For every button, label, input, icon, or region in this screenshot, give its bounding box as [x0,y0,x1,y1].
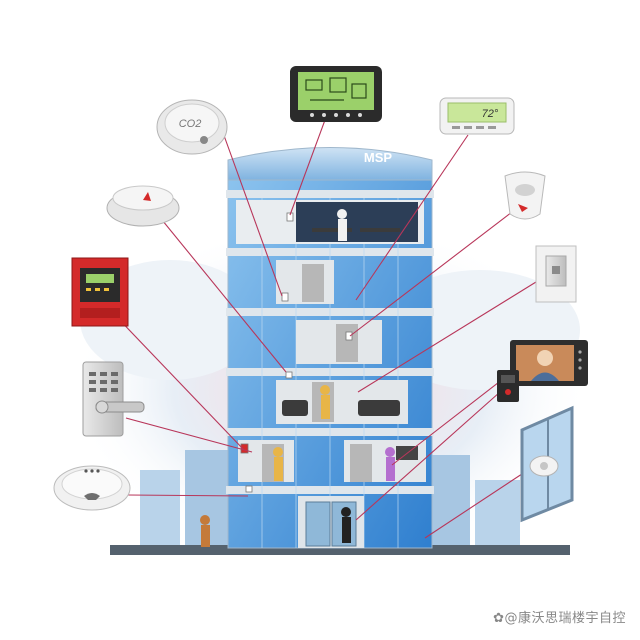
entrance-door [305,501,331,547]
light-switch-icon [535,245,577,303]
person [273,447,283,457]
watermark: ✿@康沃思瑞楼宇自控 [493,611,626,626]
fire-alarm-panel-icon [71,257,129,327]
thermostat-icon: 72° [439,97,515,135]
connector-intercom [391,371,513,466]
person [321,395,330,419]
connector-card-reader [355,391,501,521]
room-top-window [296,202,418,242]
person [274,457,283,481]
building-roof [227,147,433,181]
person [342,517,351,543]
office-building: MSP [200,147,434,549]
glass-break-sensor-icon [520,405,574,523]
skyline-building [140,470,180,550]
person [386,457,395,481]
connector-controller [289,119,326,216]
connector-smoke [157,214,287,373]
motion-sensor-icon [504,171,546,220]
person [320,385,330,395]
person [385,447,395,457]
connector-thermostat [355,134,469,301]
access-card-reader-icon [497,370,519,402]
window-grid [261,198,399,548]
device-markers [240,212,353,493]
smoke-detector-icon [106,185,180,227]
building-controller-icon [290,66,382,122]
connector-lines [111,119,537,539]
floor-slab [226,190,434,198]
person [337,209,347,219]
ground [110,545,570,555]
people [200,209,395,547]
connector-motion [349,211,513,337]
person [341,507,351,517]
co2-detector-icon: CO2 [156,99,228,155]
video-intercom-icon [510,340,588,386]
connector-glass-break [424,469,529,539]
connector-speaker [127,494,249,497]
person [200,515,210,525]
building-sign: MSP [364,150,393,165]
person [201,525,210,547]
connector-light-switch [357,281,537,393]
co2-detector-label: CO2 [179,118,202,130]
connector-co2 [221,129,283,297]
keypad-lock-icon [82,361,145,437]
skyline-building [430,455,470,550]
thermostat-display: 72° [482,108,499,120]
connector-alarm-panel [111,311,245,451]
skyline-building [475,480,520,550]
connector-keypad [125,417,253,453]
person [338,219,347,241]
ceiling-speaker-icon [53,465,131,511]
